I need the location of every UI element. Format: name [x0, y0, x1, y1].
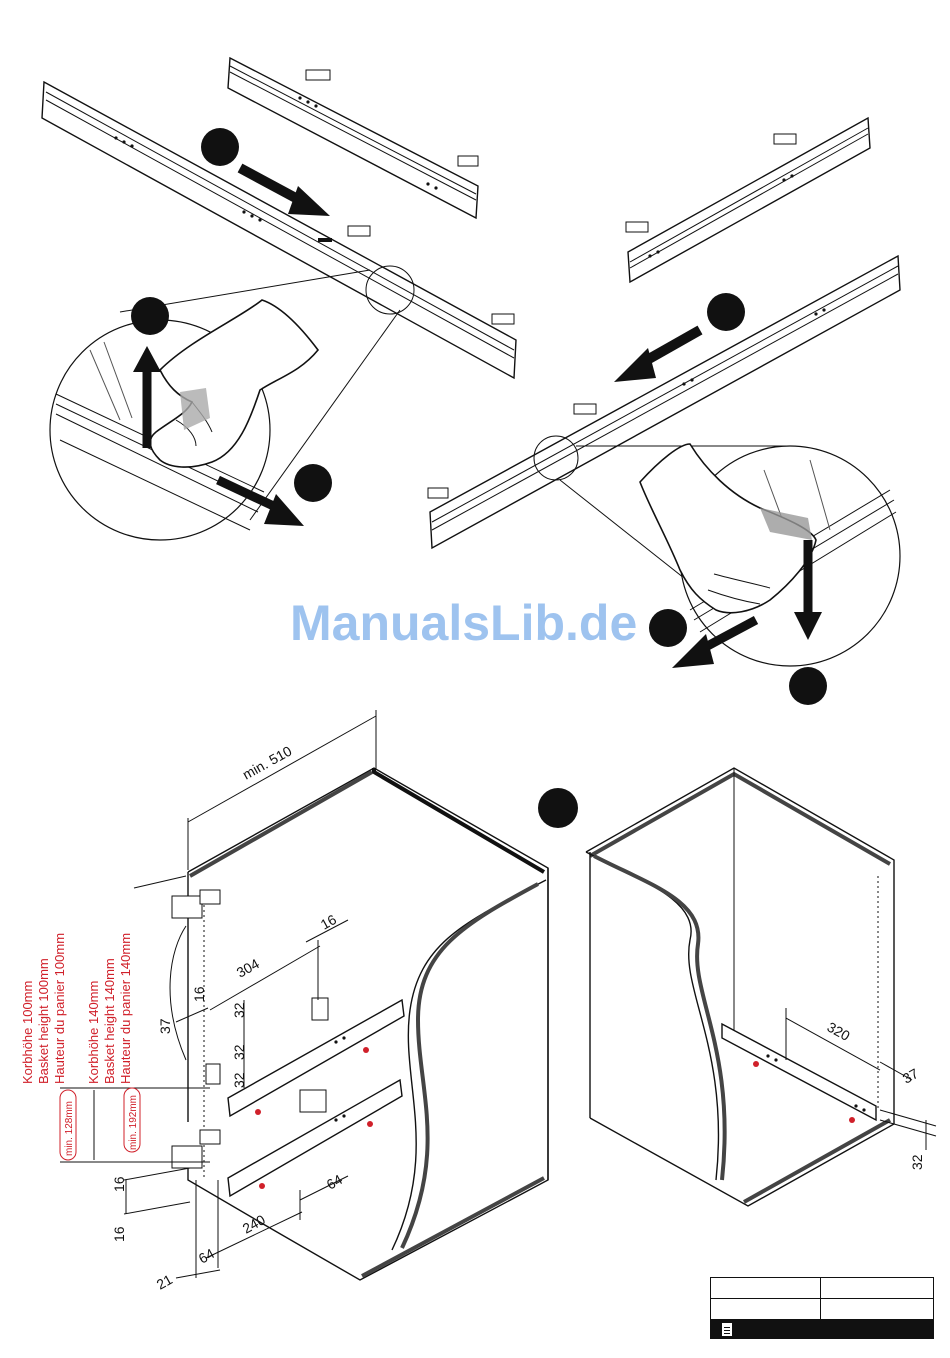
step-dot-icon: [131, 297, 169, 335]
rail-upper-right: [626, 118, 870, 282]
step-dot-icon: [538, 788, 578, 828]
rail-right-cabinet: [722, 1024, 876, 1123]
dim-16-left: 16: [191, 986, 207, 1002]
dim-32-right: 32: [909, 1154, 925, 1170]
dim-16-top: 16: [318, 911, 340, 933]
dim-32-a: 32: [231, 1002, 247, 1018]
dim-16-low-b: 16: [111, 1226, 127, 1242]
hinge-brackets: [172, 890, 328, 1168]
dim-64-b: 64: [196, 1245, 218, 1267]
step-dot-icon: [789, 667, 827, 705]
dim-37: 37: [157, 1018, 173, 1034]
document-icon: [722, 1323, 732, 1336]
step-dot-icon: [649, 609, 687, 647]
rail-upper-left: [228, 58, 478, 218]
dim-32-b: 32: [231, 1044, 247, 1060]
label-min-192: min. 192mm: [128, 1095, 139, 1150]
label-height-140-en: Basket height 140mm: [102, 958, 117, 1084]
dim-240: 240: [240, 1211, 268, 1236]
dim-37-right: 37: [900, 1065, 922, 1087]
basket-labels: Korbhöhe 100mm Basket height 100mm Haute…: [20, 933, 140, 1160]
dim-64-a: 64: [324, 1171, 346, 1193]
cabinet-right: [586, 768, 894, 1206]
label-height-100-fr: Hauteur du panier 100mm: [52, 933, 67, 1084]
label-height-100-de: Korbhöhe 100mm: [20, 981, 35, 1084]
watermark: ManualsLib.de: [290, 595, 637, 651]
label-height-100-en: Basket height 100mm: [36, 958, 51, 1084]
label-min-128: min. 128mm: [64, 1101, 75, 1156]
title-block-row: [710, 1277, 934, 1299]
dim-21: 21: [154, 1271, 176, 1293]
title-block: [710, 1277, 934, 1339]
label-height-140-de: Korbhöhe 140mm: [86, 981, 101, 1084]
dim-min-510: min. 510: [240, 742, 295, 782]
title-block-bar: [710, 1320, 934, 1339]
dim-320: 320: [825, 1019, 853, 1044]
dim-32-c: 32: [231, 1072, 247, 1088]
title-block-divider: [820, 1277, 821, 1320]
title-block-row: [710, 1299, 934, 1320]
label-height-140-fr: Hauteur du panier 140mm: [118, 933, 133, 1084]
step-dot-icon: [294, 464, 332, 502]
step-dot-icon: [707, 293, 745, 331]
dim-16-low-a: 16: [111, 1176, 127, 1192]
step-dot-icon: [201, 128, 239, 166]
dim-304: 304: [234, 955, 262, 980]
